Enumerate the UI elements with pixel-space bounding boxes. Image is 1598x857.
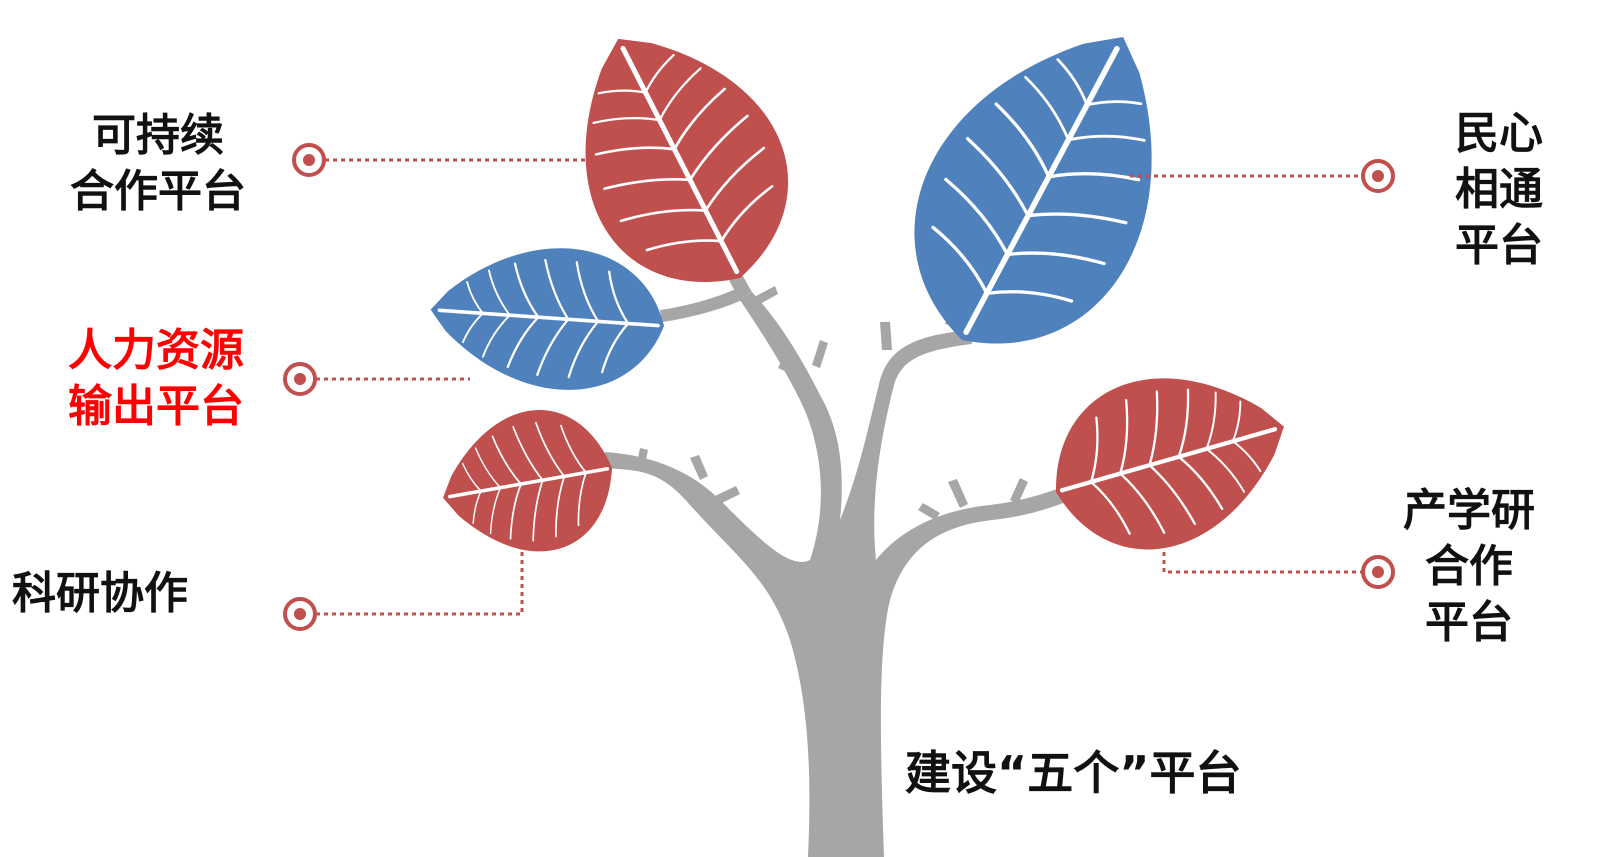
marker-sustainable-icon xyxy=(292,143,326,177)
label-line: 人力资源 xyxy=(68,325,244,376)
label-human-resources-platform: 人力资源 输出平台 xyxy=(68,323,244,435)
diagram-title: 建设“五个”平台 xyxy=(905,746,1242,800)
label-line: 相通 xyxy=(1455,164,1543,215)
marker-human-resources-icon xyxy=(283,362,317,396)
label-line: 可持续 xyxy=(92,110,224,161)
label-line: 民心 xyxy=(1455,108,1543,159)
leaf-human-resources xyxy=(425,239,669,397)
leaf-research xyxy=(430,398,625,568)
connector-research xyxy=(316,548,524,616)
label-sustainable-platform: 可持续 合作平台 xyxy=(70,108,246,220)
marker-minxin-icon xyxy=(1361,159,1395,193)
label-line: 合作平台 xyxy=(70,166,246,217)
leaf-minxin xyxy=(864,0,1221,392)
label-line: 产学研 xyxy=(1403,485,1535,536)
label-industry-university-research-platform: 产学研 合作 平台 xyxy=(1403,483,1535,651)
label-minxin-platform: 民心 相通 平台 xyxy=(1455,106,1543,274)
label-line: 平台 xyxy=(1425,597,1513,648)
label-line: 合作 xyxy=(1425,541,1513,592)
marker-research-icon xyxy=(283,597,317,631)
connector-industry-university-research xyxy=(1162,536,1362,574)
label-line: 科研协作 xyxy=(12,568,188,619)
label-line: 平台 xyxy=(1455,220,1543,271)
leaf-industry-university-research xyxy=(1032,345,1308,574)
marker-industry-university-research-icon xyxy=(1361,555,1395,589)
label-line: 输出平台 xyxy=(68,381,244,432)
label-research-platform: 科研协作 xyxy=(12,566,188,622)
